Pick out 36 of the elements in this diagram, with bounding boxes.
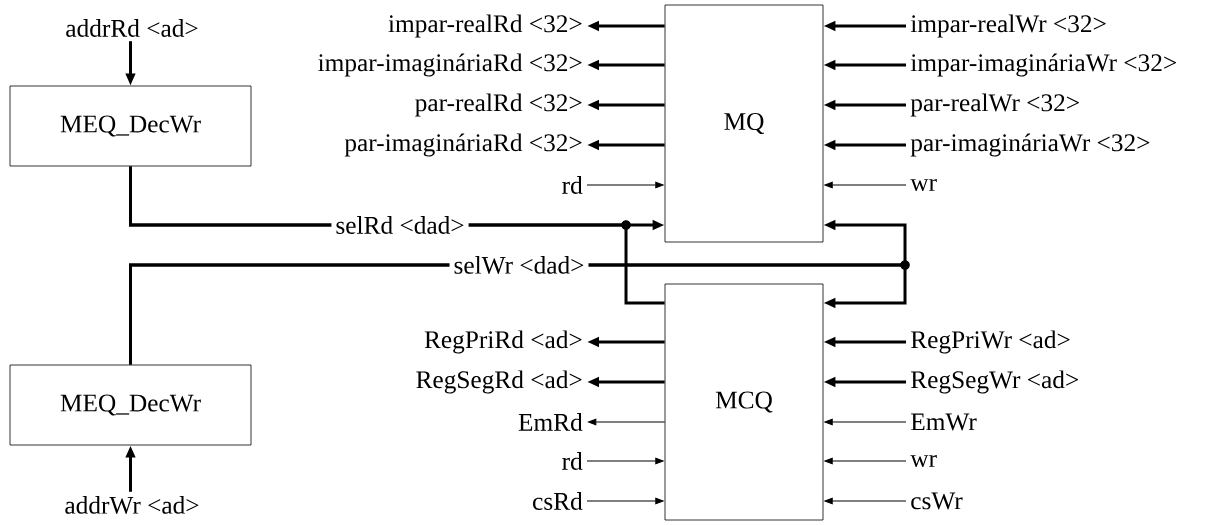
arrow xyxy=(588,418,666,426)
signal-label: csWr xyxy=(911,492,963,510)
signal-label: impar-imagináriaRd <32> xyxy=(318,53,582,77)
signal-label: RegPriWr <ad> xyxy=(911,330,1070,354)
signal-label: RegSegRd <ad> xyxy=(416,370,582,394)
signal-label: RegPriRd <ad> xyxy=(424,330,582,354)
signal-label: RegSegWr <ad> xyxy=(911,370,1078,394)
signal-label: par-realWr <32> xyxy=(910,93,1079,117)
arrow xyxy=(824,497,907,505)
signal-label: wr xyxy=(910,178,937,192)
signal-label: rd xyxy=(562,452,583,470)
decoder-box: MEQ_DecWr xyxy=(9,85,252,167)
edge-label: selRd <dad> xyxy=(331,212,469,238)
arrow xyxy=(824,457,907,465)
signal-label: addrRd <ad> xyxy=(66,19,198,37)
arrow xyxy=(586,457,664,465)
signal-label: par-imagináriaRd <32> xyxy=(344,133,582,157)
arrow xyxy=(824,181,907,189)
signal-label: impar-realRd <32> xyxy=(388,14,582,38)
signal-label: EmWr xyxy=(911,413,977,431)
arrow xyxy=(586,181,664,189)
signal-label: csRd xyxy=(533,492,583,510)
module-box: MQ xyxy=(664,4,824,243)
signal-label: par-realRd <32> xyxy=(415,93,582,117)
edge-label: selWr <dad> xyxy=(449,252,589,278)
signal-label: impar-imagináriaWr <32> xyxy=(910,53,1176,77)
signal-label: par-imagináriaWr <32> xyxy=(910,133,1150,157)
signal-label: addrWr <ad> xyxy=(65,496,199,514)
arrow xyxy=(586,497,664,505)
signal-label: impar-realWr <32> xyxy=(910,14,1106,38)
arrow xyxy=(824,418,907,426)
signal-label: EmRd xyxy=(518,413,583,431)
signal-label: rd xyxy=(562,176,583,194)
signal-label: wr xyxy=(910,454,937,468)
decoder-box: MEQ_DecWr xyxy=(9,364,252,446)
module-box: MCQ xyxy=(664,283,824,521)
